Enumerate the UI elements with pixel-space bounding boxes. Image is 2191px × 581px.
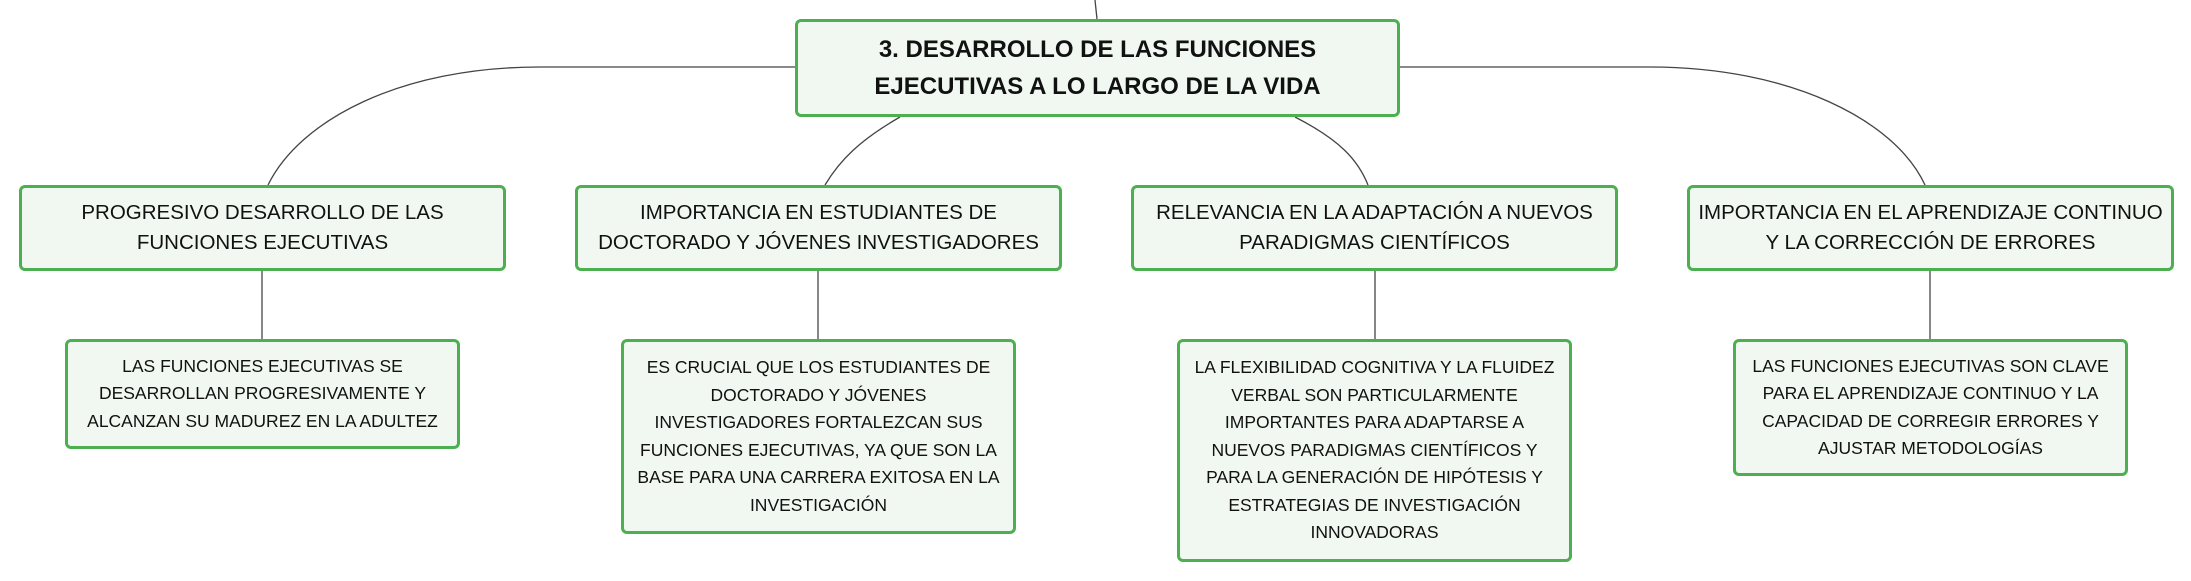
topic-label: RELEVANCIA EN LA ADAPTACIÓN A NUEVOS PAR… <box>1156 201 1593 254</box>
subtopic-node-madurez-adultez[interactable]: LAS FUNCIONES EJECUTIVAS SE DESARROLLAN … <box>65 339 460 449</box>
subtopic-label: LA FLEXIBILIDAD COGNITIVA Y LA FLUIDEZ V… <box>1194 357 1555 543</box>
central-topic-label: 3. DESARROLLO DE LAS FUNCIONES EJECUTIVA… <box>874 36 1321 100</box>
topic-node-nuevos-paradigmas[interactable]: RELEVANCIA EN LA ADAPTACIÓN A NUEVOS PAR… <box>1131 185 1618 271</box>
subtopic-label: LAS FUNCIONES EJECUTIVAS SON CLAVE PARA … <box>1752 355 2109 459</box>
topic-node-progresivo-desarrollo[interactable]: PROGRESIVO DESARROLLO DE LAS FUNCIONES E… <box>19 185 506 271</box>
connector-root-to-branch-2 <box>824 116 901 186</box>
topic-node-estudiantes-doctorado[interactable]: IMPORTANCIA EN ESTUDIANTES DE DOCTORADO … <box>575 185 1062 271</box>
topic-label: IMPORTANCIA EN ESTUDIANTES DE DOCTORADO … <box>598 201 1039 254</box>
central-topic-node[interactable]: 3. DESARROLLO DE LAS FUNCIONES EJECUTIVA… <box>795 19 1400 117</box>
connector-root-to-branch-4 <box>1400 66 1926 186</box>
subtopic-node-carrera-investigacion[interactable]: ES CRUCIAL QUE LOS ESTUDIANTES DE DOCTOR… <box>621 339 1016 534</box>
subtopic-label: ES CRUCIAL QUE LOS ESTUDIANTES DE DOCTOR… <box>637 357 1000 515</box>
topic-label: IMPORTANCIA EN EL APRENDIZAJE CONTINUO Y… <box>1698 201 2163 254</box>
connector-root-to-branch-1 <box>267 66 795 186</box>
subtopic-label: LAS FUNCIONES EJECUTIVAS SE DESARROLLAN … <box>87 355 438 431</box>
subtopic-node-flexibilidad-cognitiva[interactable]: LA FLEXIBILIDAD COGNITIVA Y LA FLUIDEZ V… <box>1177 339 1572 562</box>
subtopic-node-corregir-errores[interactable]: LAS FUNCIONES EJECUTIVAS SON CLAVE PARA … <box>1733 339 2128 476</box>
topic-label: PROGRESIVO DESARROLLO DE LAS FUNCIONES E… <box>81 201 444 254</box>
topic-node-aprendizaje-continuo[interactable]: IMPORTANCIA EN EL APRENDIZAJE CONTINUO Y… <box>1687 185 2174 271</box>
connector-root-to-branch-3 <box>1294 116 1369 186</box>
connector-root-parent <box>1094 0 1098 20</box>
